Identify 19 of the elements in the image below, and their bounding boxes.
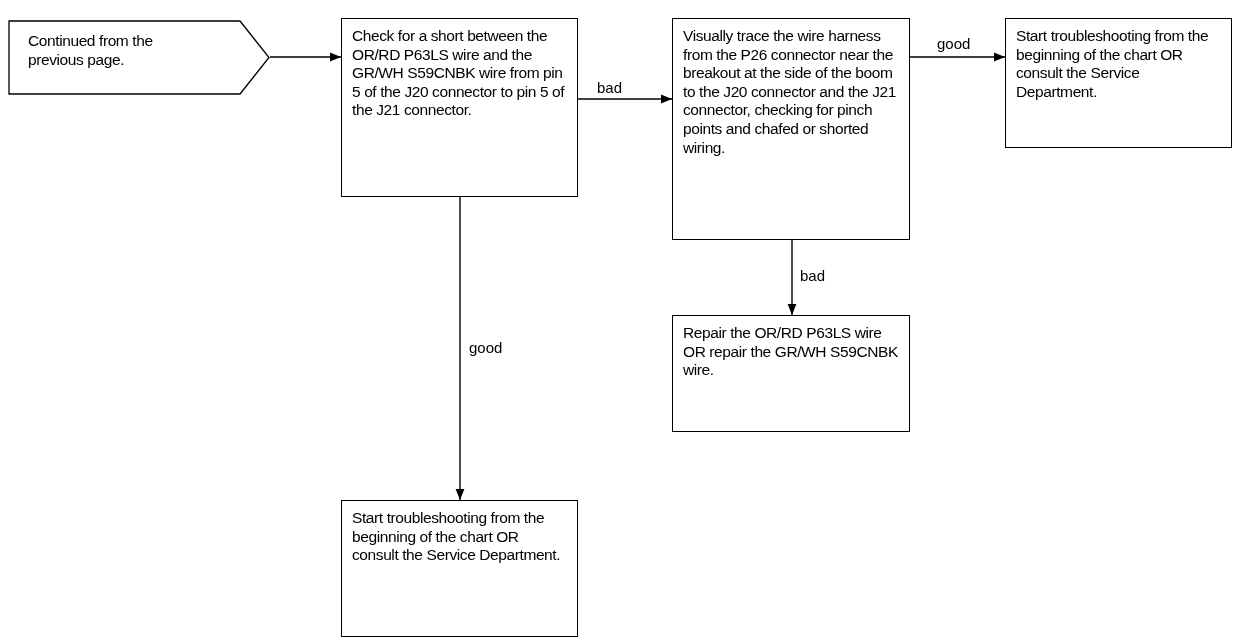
process-box	[341, 500, 578, 637]
step-text: Repair the OR/RD P63LS wire OR repair the GR/WH S59CNBK wire.	[683, 324, 899, 380]
process-box	[341, 18, 578, 197]
step-text: Start troubleshooting from the beginning of the chart OR consult the Service Department.	[1016, 27, 1210, 102]
process-box	[672, 315, 910, 432]
step-text: Check for a short between the OR/RD P63LS wire and the GR/WH S59CNBK wire from pin 5 of the J20 connector to pin 5 of the J21 connector.	[352, 27, 566, 120]
arrow	[269, 52, 342, 62]
process-box	[1005, 18, 1232, 148]
edge-label: good	[467, 340, 505, 357]
step-text: Visually trace the wire harness from the P26 connector near the breakout at the side of the boom to the J20 connector and the J21 connector, checking for pinch points and chafed or shorted wiring.	[683, 27, 897, 158]
start-connector	[8, 20, 270, 95]
process-box	[672, 18, 910, 240]
edge-label: good	[935, 36, 973, 53]
step-text: Continued from the previous page.	[28, 32, 154, 70]
arrow	[909, 52, 1006, 62]
step-text: Start troubleshooting from the beginning of the chart OR consult the Service Department.	[352, 509, 562, 565]
arrow	[577, 94, 673, 104]
arrow	[787, 239, 797, 316]
arrow	[455, 196, 465, 501]
